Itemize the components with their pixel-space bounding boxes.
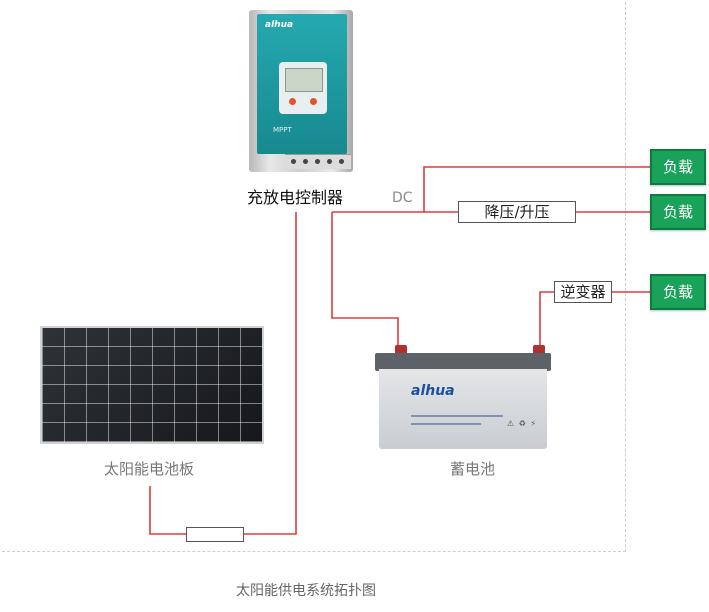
dc-label: DC bbox=[392, 190, 413, 206]
battery-safety-icons: ⚠ ♻ ⚡ bbox=[506, 419, 537, 428]
fuse-box bbox=[186, 527, 244, 542]
wire-fuse-controller bbox=[244, 212, 297, 535]
controller-terminals bbox=[285, 154, 351, 169]
controller-product-text: MPPT bbox=[273, 126, 292, 134]
controller-button-icon bbox=[310, 98, 317, 105]
battery-label: 蓄电池 bbox=[450, 460, 496, 478]
controller-button-icon bbox=[289, 98, 296, 105]
diagram-caption: 太阳能供电系统拓扑图 bbox=[236, 583, 376, 599]
load-box: 负载 bbox=[650, 194, 706, 230]
converter-box: 降压/升压 bbox=[458, 201, 576, 223]
controller-brand: alhua bbox=[265, 20, 294, 30]
wire-dc-bus bbox=[332, 166, 652, 213]
wire-controller-battery bbox=[331, 212, 399, 360]
inverter-box: 逆变器 bbox=[554, 281, 612, 303]
battery-image: alhua ⚠ ♻ ⚡ bbox=[375, 345, 551, 449]
load-box: 负载 bbox=[650, 274, 706, 310]
load-box: 负载 bbox=[650, 149, 706, 185]
controller-lcd-panel bbox=[279, 62, 327, 114]
solar-panel-image bbox=[40, 326, 264, 444]
battery-brand: alhua bbox=[411, 383, 455, 399]
diagram-frame bbox=[2, 2, 626, 552]
wire-battery-inverter bbox=[539, 291, 554, 360]
controller-label: 充放电控制器 bbox=[247, 188, 344, 207]
controller-lcd-screen bbox=[285, 68, 323, 92]
solar-panel-label: 太阳能电池板 bbox=[104, 460, 195, 478]
wire-panel-controller bbox=[149, 486, 186, 535]
charge-controller-image: alhua MPPT bbox=[249, 10, 353, 172]
